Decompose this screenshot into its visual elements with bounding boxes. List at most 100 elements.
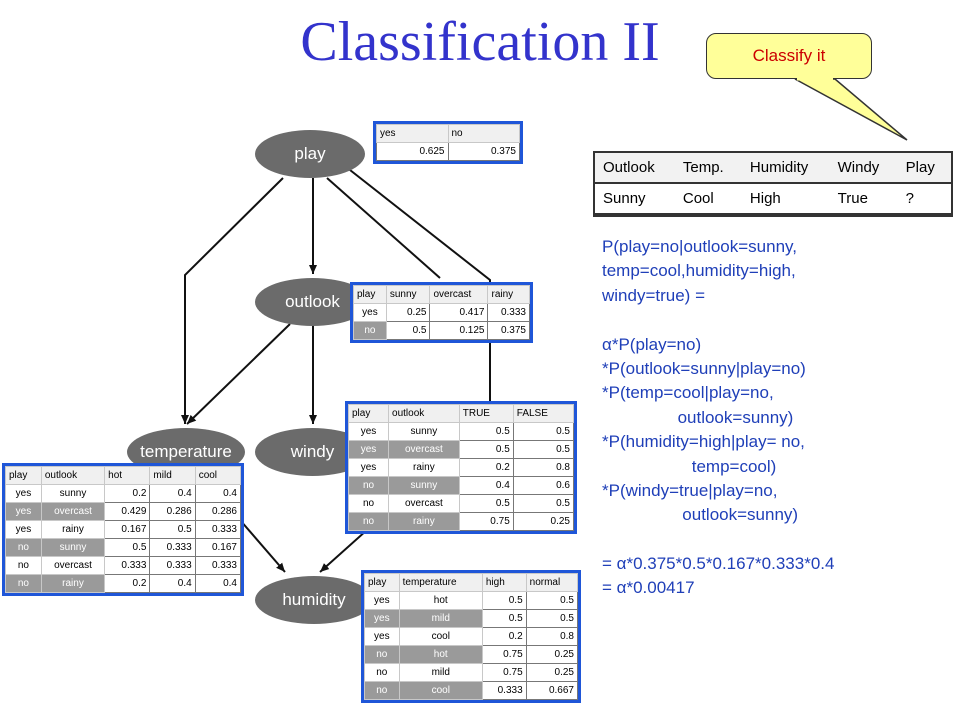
- query-header: Play: [897, 153, 951, 184]
- cpt-cell: 0.375: [447, 142, 520, 161]
- cpt-cell: 0.4: [194, 574, 242, 593]
- cpt-cell: 0.4: [149, 574, 196, 593]
- cpt-header: outlook: [388, 404, 460, 423]
- cpt-row-label: rainy: [40, 520, 106, 539]
- cpt-row-label: no: [5, 538, 42, 557]
- node-humidity: humidity: [255, 576, 373, 624]
- cpt-row-label: yes: [5, 502, 42, 521]
- query-header: Windy: [829, 153, 898, 184]
- calc-line: *P(humidity=high|play= no,: [602, 432, 805, 452]
- cpt-header: FALSE: [512, 404, 575, 423]
- cpt-header: play: [5, 466, 42, 485]
- cpt-cell: 0.5: [385, 321, 431, 340]
- cpt-header: cool: [194, 466, 242, 485]
- cpt-row-label: no: [347, 494, 390, 513]
- cpt-row-label: yes: [347, 440, 390, 459]
- cpt-cell: 0.25: [385, 303, 431, 322]
- cpt-row-label: yes: [347, 458, 390, 477]
- cpt-row-label: yes: [5, 484, 42, 503]
- cpt-header: overcast: [429, 285, 489, 304]
- cpt-cell: 0.5: [458, 494, 514, 513]
- cpt-header: TRUE: [458, 404, 514, 423]
- query-value: Cool: [674, 182, 742, 216]
- cpt-row-label: overcast: [40, 556, 106, 575]
- cpt-header: play: [353, 285, 387, 304]
- cpt-row-label: no: [347, 476, 390, 495]
- callout-pointer: [794, 78, 908, 141]
- calc-line: outlook=sunny): [602, 505, 799, 525]
- cpt-cell: 0.5: [525, 591, 579, 610]
- cpt-cell: 0.286: [194, 502, 242, 521]
- cpt-row-label: no: [5, 556, 42, 575]
- calc-line: temp=cool): [602, 456, 777, 476]
- cpt-cell: 0.5: [481, 609, 527, 628]
- cpt-row-label: cool: [398, 681, 483, 700]
- cpt-row-label: no: [347, 512, 390, 531]
- cpt-row-label: yes: [347, 422, 390, 441]
- cpt-row-label: sunny: [388, 476, 460, 495]
- callout-text: Classify it: [752, 46, 826, 65]
- cpt-cell: 0.25: [512, 512, 575, 531]
- cpt-cell: 0.333: [194, 520, 242, 539]
- calc-line: P(play=no|outlook=sunny,: [602, 237, 798, 256]
- cpt-cell: 0.5: [512, 494, 575, 513]
- cpt-cell: 0.333: [149, 556, 196, 575]
- query-value: High: [741, 182, 830, 216]
- cpt-row-label: cool: [398, 627, 483, 646]
- cpt-cell: 0.125: [429, 321, 489, 340]
- cpt-header: temperature: [398, 573, 483, 592]
- cpt-cell: 0.2: [458, 458, 514, 477]
- query-instance-table: Outlook Temp. Humidity Windy Play Sunny …: [593, 151, 953, 217]
- calc-line: α*P(play=no): [602, 334, 702, 354]
- cpt-row-label: yes: [364, 627, 400, 646]
- cpt-row-label: hot: [398, 645, 483, 664]
- cpt-cell: 0.375: [487, 321, 530, 340]
- cpt-row-label: yes: [364, 609, 400, 628]
- query-header: Humidity: [741, 153, 830, 184]
- cpt-cell: 0.5: [512, 440, 575, 459]
- cpt-header: rainy: [487, 285, 530, 304]
- cpt-cell: 0.2: [104, 574, 151, 593]
- cpt-cell: 0.5: [458, 422, 514, 441]
- cpt-row-label: sunny: [40, 484, 106, 503]
- cpt-row-label: mild: [398, 663, 483, 682]
- cpt-cell: 0.667: [525, 681, 579, 700]
- query-header: Temp.: [674, 153, 742, 184]
- cpt-cell: 0.333: [481, 681, 527, 700]
- query-value: ?: [897, 182, 951, 216]
- cpt-cell: 0.75: [458, 512, 514, 531]
- query-value: Sunny: [595, 182, 675, 216]
- cpt-row-label: rainy: [40, 574, 106, 593]
- cpt-row-label: no: [5, 574, 42, 593]
- cpt-cell: 0.5: [104, 538, 151, 557]
- calc-line: temp=cool,humidity=high,: [602, 261, 796, 281]
- cpt-cell: 0.8: [525, 627, 579, 646]
- cpt-cell: 0.333: [149, 538, 196, 557]
- cpt-play: yes no 0.625 0.375: [373, 121, 523, 164]
- edge-outlook-temperature: [186, 323, 291, 425]
- cpt-cell: 0.8: [512, 458, 575, 477]
- cpt-cell: 0.5: [458, 440, 514, 459]
- edge-temperature-humidity: [239, 519, 286, 573]
- query-value: True: [829, 182, 898, 216]
- cpt-cell: 0.4: [194, 484, 242, 503]
- cpt-header: sunny: [385, 285, 431, 304]
- cpt-cell: 0.333: [194, 556, 242, 575]
- cpt-row-label: yes: [353, 303, 387, 322]
- calc-line: *P(outlook=sunny|play=no): [602, 358, 806, 378]
- cpt-header: play: [347, 404, 390, 423]
- calc-line: outlook=sunny): [602, 407, 794, 427]
- cpt-cell: 0.5: [525, 609, 579, 628]
- cpt-cell: 0.6: [512, 476, 575, 495]
- cpt-row-label: no: [364, 681, 400, 700]
- cpt-row-label: overcast: [388, 494, 460, 513]
- cpt-row-label: no: [364, 663, 400, 682]
- calc-line: *P(windy=true|play=no,: [602, 480, 778, 500]
- cpt-cell: 0.417: [429, 303, 489, 322]
- page-title: Classification II: [300, 11, 660, 73]
- edge-play-windy: [326, 177, 441, 279]
- calc-line: *P(temp=cool|play=no,: [602, 383, 774, 403]
- cpt-cell: 0.429: [104, 502, 151, 521]
- cpt-cell: 0.286: [149, 502, 196, 521]
